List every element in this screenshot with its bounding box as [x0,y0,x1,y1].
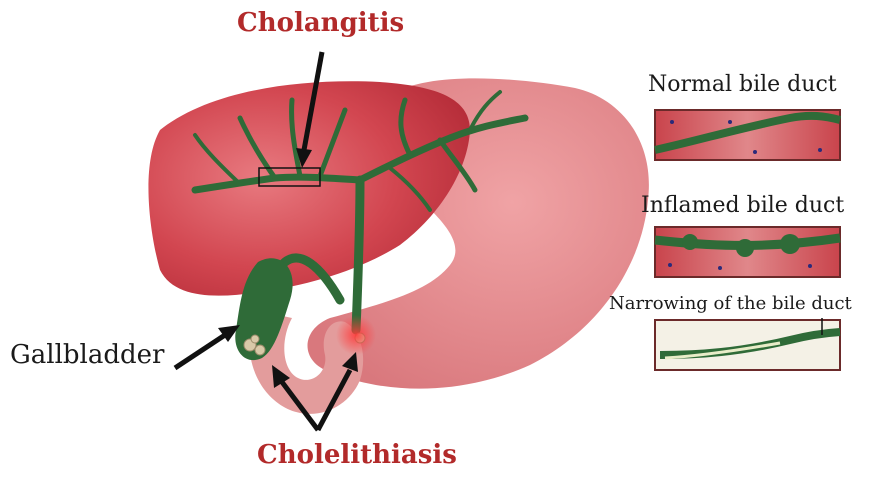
normal-duct-label: Normal bile duct [648,72,837,97]
panel-normal [655,110,840,160]
narrowing-duct-label: Narrowing of the bile duct [609,293,852,314]
cholangitis-label: Cholangitis [237,8,404,38]
inflammation-glow [336,315,376,355]
gallbladder-label: Gallbladder [10,340,164,370]
inflamed-duct-label: Inflamed bile duct [641,193,844,218]
cholelithiasis-label: Cholelithiasis [257,440,457,470]
panel-inflamed [655,227,840,277]
panel-narrowing [655,318,840,370]
